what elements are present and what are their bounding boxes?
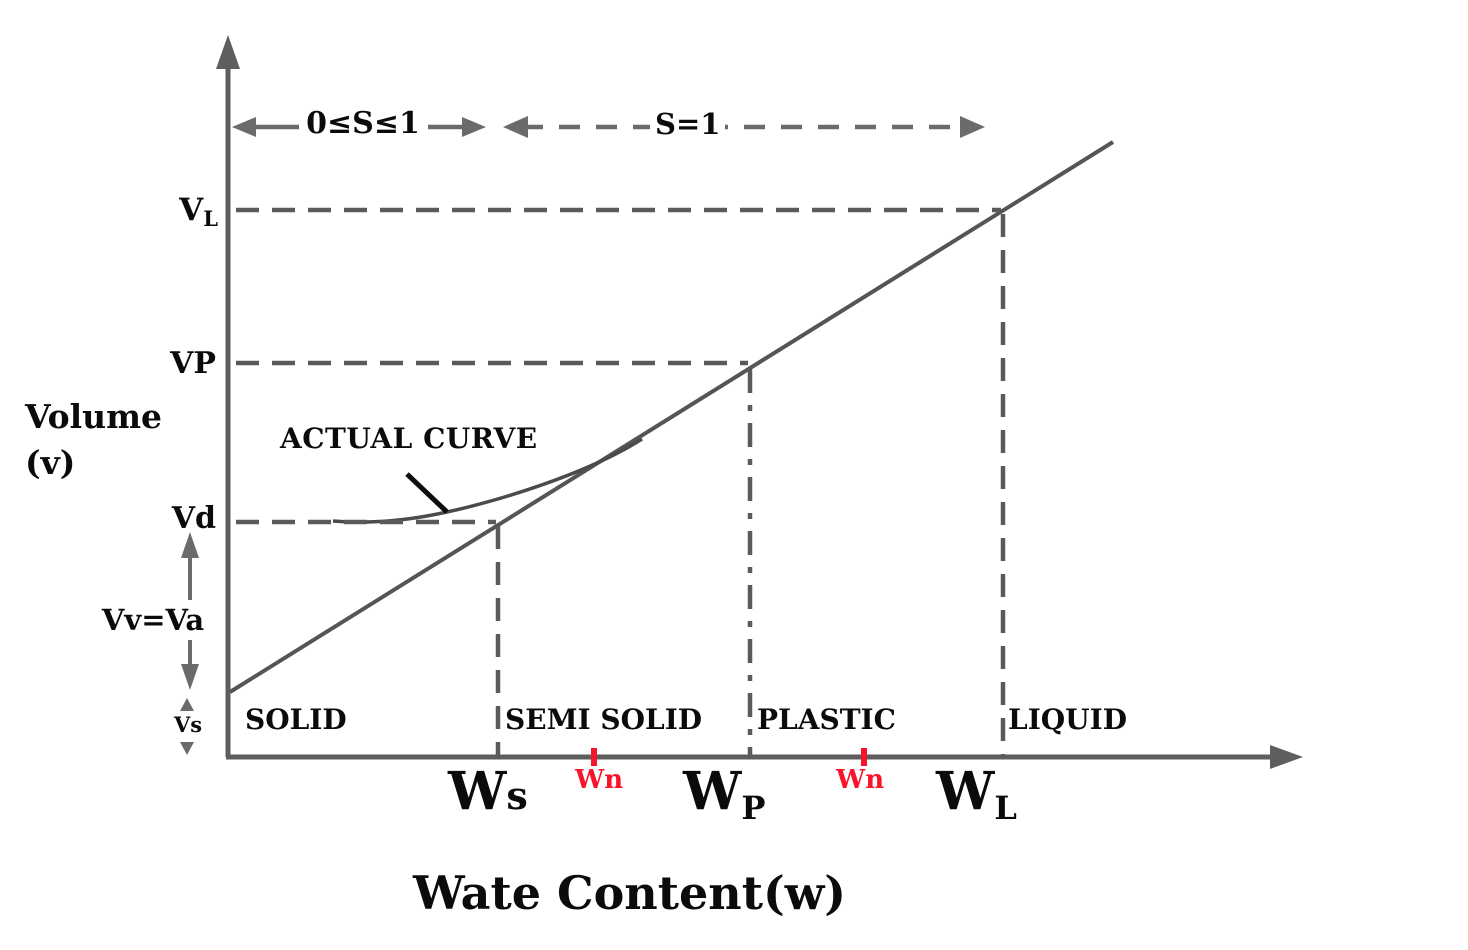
vs-label: Vs bbox=[168, 712, 208, 737]
wl-axis-label: WL bbox=[936, 766, 1017, 825]
y-axis-title-line2: (v) bbox=[25, 443, 76, 483]
ws-subscript: s bbox=[506, 773, 528, 818]
region-label-plastic: PLASTIC bbox=[757, 703, 896, 736]
vl-subscript: L bbox=[203, 206, 218, 231]
wl-subscript: L bbox=[994, 789, 1017, 827]
y-axis-title: Volume (v) bbox=[25, 394, 162, 486]
region-label-liquid: LIQUID bbox=[1008, 703, 1127, 736]
ws-axis-label: Ws bbox=[448, 766, 528, 818]
ws-base: W bbox=[448, 761, 507, 822]
s-one-double-arrow-icon bbox=[503, 116, 985, 138]
wp-base: W bbox=[683, 761, 742, 822]
saturation-one-label: S=1 bbox=[650, 107, 726, 141]
wn2-axis-label: Wn bbox=[836, 765, 885, 795]
s-range-double-arrow-icon bbox=[232, 117, 486, 137]
x-axis-arrowhead-icon bbox=[1270, 745, 1303, 769]
wp-subscript: P bbox=[741, 789, 766, 827]
wn1-axis-label: Wn bbox=[575, 765, 624, 795]
wl-base: W bbox=[936, 761, 995, 822]
region-label-semi-solid: SEMI SOLID bbox=[505, 703, 703, 736]
vd-axis-label: Vd bbox=[171, 501, 216, 536]
x-axis-title: Wate Content(w) bbox=[413, 866, 847, 920]
actual-curve-label: ACTUAL CURVE bbox=[280, 422, 538, 455]
wp-axis-label: WP bbox=[683, 766, 765, 825]
y-axis-arrowhead-icon bbox=[216, 35, 240, 69]
vv-va-label: Vv=Va bbox=[90, 603, 216, 637]
y-axis-title-line1: Volume bbox=[25, 397, 163, 436]
vv-va-double-arrow-icon bbox=[181, 532, 199, 690]
theoretical-line bbox=[228, 140, 1115, 694]
vp-axis-label: VP bbox=[170, 346, 216, 381]
vl-base: V bbox=[179, 192, 204, 228]
y-axis bbox=[216, 35, 240, 757]
vl-axis-label: VL bbox=[148, 192, 218, 231]
vs-double-arrow-icon bbox=[180, 698, 194, 755]
region-label-solid: SOLID bbox=[245, 703, 347, 736]
actual-curve-pointer-icon bbox=[405, 472, 449, 514]
saturation-range-label: 0≤S≤1 bbox=[306, 106, 420, 141]
